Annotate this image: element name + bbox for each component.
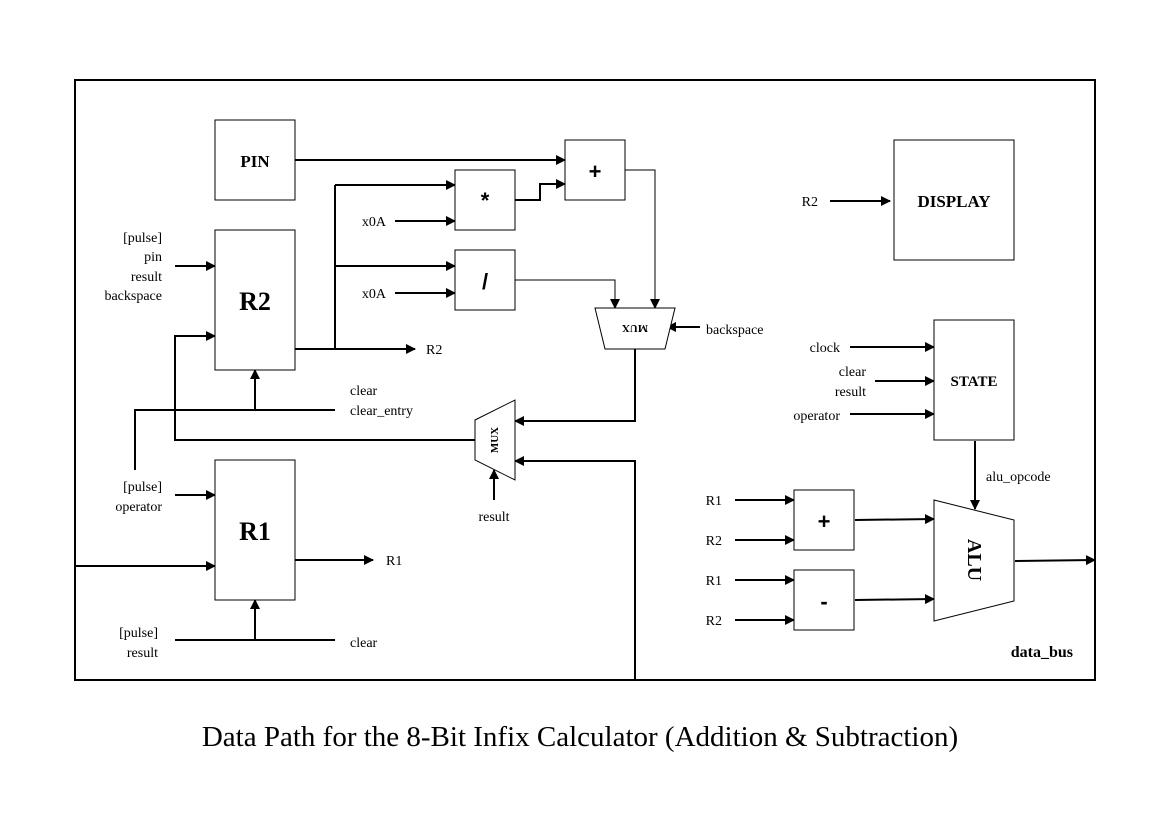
- datapath-frame: [74, 79, 1096, 681]
- state-in-clock: clock: [810, 341, 840, 356]
- r1-load-pulse: [pulse]: [119, 626, 158, 641]
- r2-clear-label: clear: [350, 384, 378, 399]
- sub-in-r2: R2: [706, 614, 722, 629]
- r2-clear-entry-label: clear_entry: [350, 404, 413, 419]
- r2-label: R2: [239, 287, 271, 316]
- data-bus-label: data_bus: [1011, 644, 1073, 661]
- signal-labels: [pulse] pin result backspace [pulse] ope…: [104, 195, 1073, 661]
- alu-subtractor-block: -: [793, 569, 855, 631]
- wires: [75, 155, 1096, 680]
- alu-block: ALU: [933, 499, 1015, 622]
- mux-mid-select-label: result: [478, 510, 509, 525]
- add-in-r2: R2: [706, 534, 722, 549]
- r1-label: R1: [239, 517, 271, 546]
- multiplier-block: *: [454, 169, 516, 231]
- pin-label: PIN: [240, 152, 270, 171]
- middle-mux-label: MUX: [489, 427, 501, 453]
- divider-block: /: [454, 249, 516, 311]
- r1-in-operator: operator: [115, 500, 162, 515]
- r1-in-pulse: [pulse]: [123, 480, 162, 495]
- display-label: DISPLAY: [917, 192, 990, 211]
- alu-adder-label: +: [818, 509, 831, 534]
- state-in-operator: operator: [793, 409, 840, 424]
- r2-in-pin: pin: [144, 250, 162, 265]
- alu-opcode-label: alu_opcode: [986, 470, 1051, 485]
- r2-in-pulse: [pulse]: [123, 231, 162, 246]
- display-block: DISPLAY: [893, 139, 1015, 261]
- top-adder-block: +: [564, 139, 626, 201]
- add-in-r1: R1: [706, 494, 722, 509]
- r1-out-label: R1: [386, 554, 402, 569]
- r2-register: R2: [214, 229, 296, 371]
- state-in-clear: clear: [839, 365, 867, 380]
- div-const-label: x0A: [362, 287, 387, 302]
- r2-in-backspace: backspace: [104, 289, 162, 304]
- pin-block: PIN: [214, 119, 296, 201]
- r1-register: R1: [214, 459, 296, 601]
- r1-load-result: result: [127, 646, 158, 661]
- alu-label: ALU: [963, 539, 985, 581]
- r1-clear-label: clear: [350, 636, 378, 651]
- r2-in-result: result: [131, 270, 162, 285]
- top-mux: MUX: [594, 307, 676, 350]
- state-label: STATE: [951, 374, 998, 390]
- alu-subtractor-label: -: [820, 589, 827, 614]
- display-in-label: R2: [802, 195, 818, 210]
- top-mux-label: MUX: [622, 322, 648, 334]
- divider-label: /: [482, 269, 488, 294]
- mul-const-label: x0A: [362, 215, 387, 230]
- multiplier-label: *: [481, 188, 490, 213]
- diagram-caption: Data Path for the 8-Bit Infix Calculator…: [202, 721, 958, 753]
- sub-in-r1: R1: [706, 574, 722, 589]
- r2-out-label: R2: [426, 343, 442, 358]
- state-in-result: result: [835, 385, 866, 400]
- top-adder-label: +: [589, 159, 602, 184]
- alu-adder-block: +: [793, 489, 855, 551]
- state-block: STATE: [933, 319, 1015, 441]
- middle-mux: MUX: [474, 399, 516, 481]
- mux-top-select-label: backspace: [706, 323, 764, 338]
